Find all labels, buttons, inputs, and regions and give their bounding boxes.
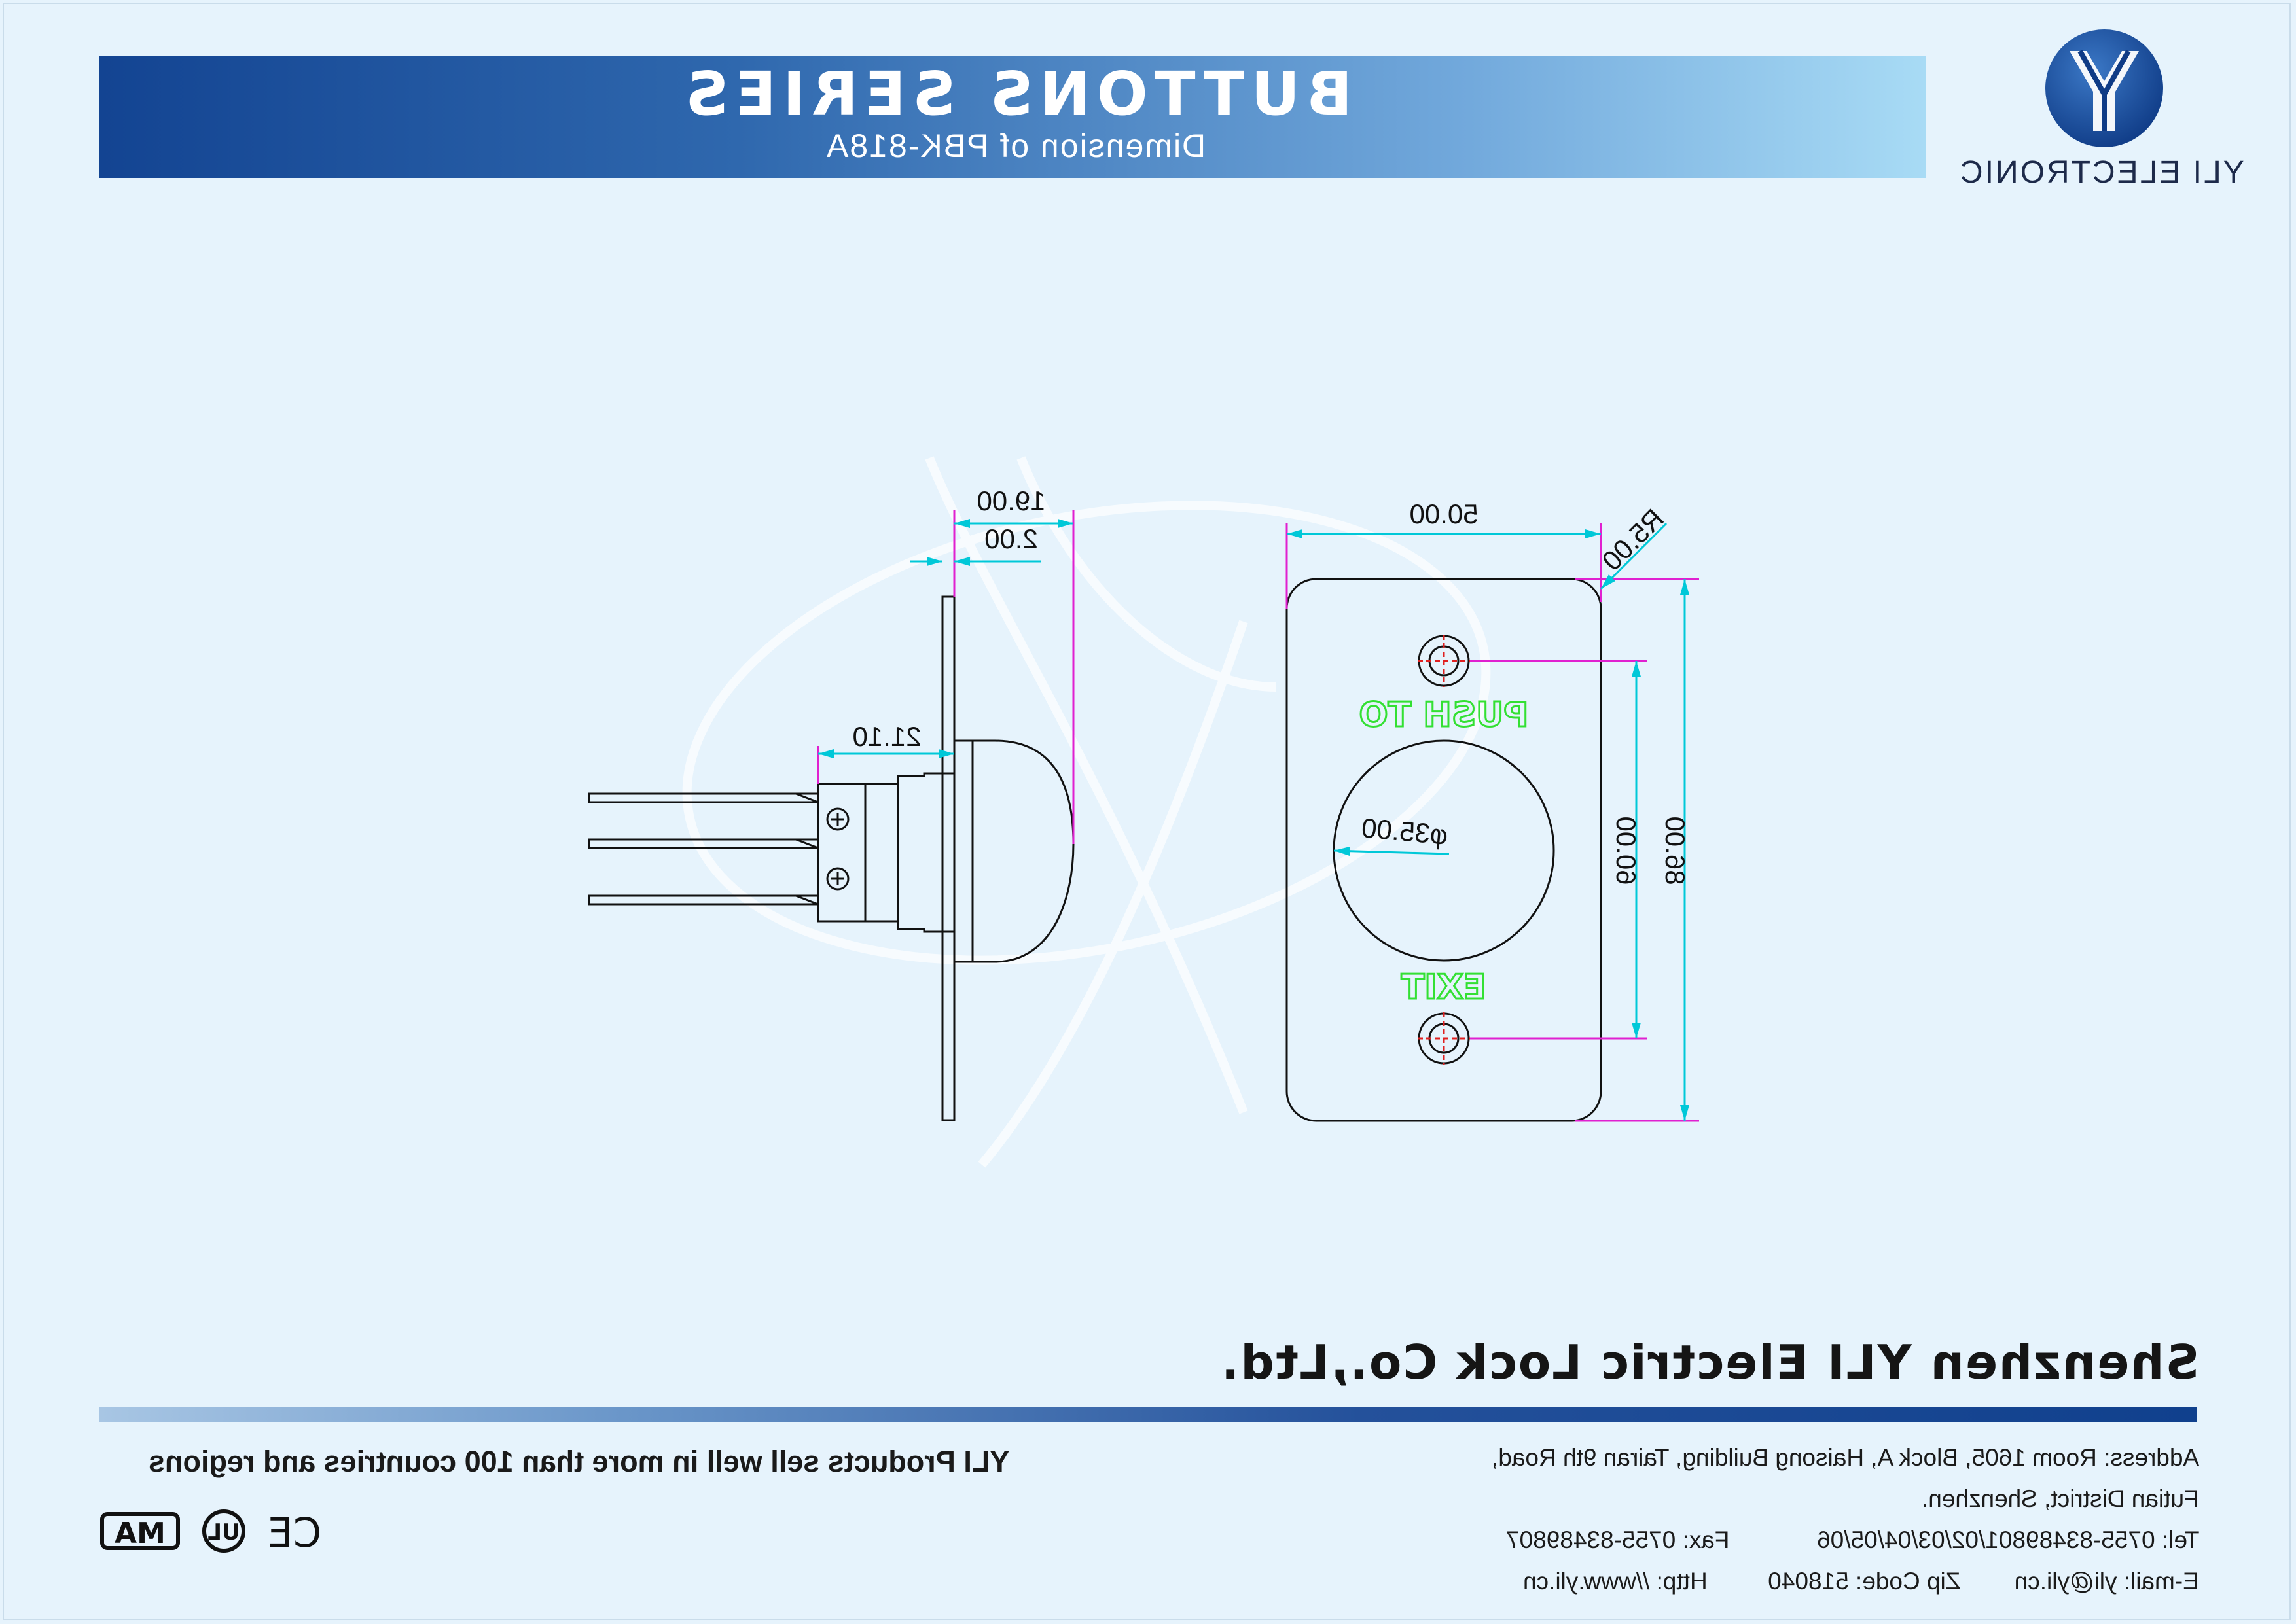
sheet-border (3, 3, 2291, 1620)
dim-width: 50.00 (1409, 499, 1478, 529)
dim-height: 86.00 (1660, 816, 1691, 885)
company-name: Shenzhen YLI Electric Lock Co.,Ltd. (969, 1335, 2199, 1390)
website: Http: //www.yli.cn (1523, 1568, 1708, 1595)
ce-cert-icon: CE (268, 1509, 321, 1557)
mounting-hole-top (1418, 635, 1470, 687)
front-view-dimensions: 50.00 R5.00 φ35.00 60.00 86.00 (1285, 499, 1699, 1122)
header-banner: BUTTONS SERIES Dimension of PBK-818A (99, 56, 1926, 178)
terminal-pin (588, 894, 819, 906)
ul-cert-icon: UL (202, 1509, 245, 1553)
email: E-mail: yli@yli.cn (2014, 1568, 2199, 1595)
side-terminal-block (817, 783, 867, 923)
email-line: E-mail: yli@yli.cn Zip Code: 518040 Http… (1322, 1561, 2199, 1602)
front-plate-outline (1285, 578, 1602, 1122)
terminal-pin (588, 792, 819, 803)
footer-slogan: YLI Products sell well in more than 100 … (98, 1445, 1060, 1479)
company-logo (2045, 29, 2163, 147)
dim-plate-thickness: 2.00 (984, 523, 1038, 554)
certification-marks: MA UL CE (100, 1509, 321, 1557)
terminal-screw-icon (826, 867, 850, 891)
legend-exit: EXIT (1401, 968, 1486, 1007)
address-line-1-text: Address: Room 1605, Block A, Haisong Bui… (1491, 1444, 2199, 1471)
dim-total-depth: 19.00 (977, 485, 1045, 516)
phone-line-mirror: Tel: 0755-83489801/02/03/04/05/06 Fax: 0… (1506, 1519, 2199, 1561)
terminal-pin (588, 838, 819, 849)
zip: Zip Code: 518040 (1768, 1568, 1961, 1595)
company-name-text: Shenzhen YLI Electric Lock Co.,Ltd. (1219, 1335, 2199, 1390)
side-view-dimensions: 19.00 2.00 21.10 (817, 485, 1075, 844)
front-view: PUSH TO EXIT (1285, 578, 1602, 1122)
tel: Tel: 0755-83489801/02/03/04/05/06 (1816, 1527, 2199, 1553)
address-line-2-text: Futian District, Shenzhen. (1922, 1485, 2199, 1512)
dim-body-length: 21.10 (852, 721, 921, 752)
fax: Fax: 0755-83489807 (1505, 1527, 1730, 1553)
watermark-logo (682, 456, 1491, 1168)
dim-button-diameter: φ35.00 (1360, 812, 1449, 850)
legend-push-to: PUSH TO (1359, 696, 1528, 735)
cert-ce: CE (268, 1509, 321, 1557)
email-line-mirror: E-mail: yli@yli.cn Zip Code: 518040 Http… (1523, 1561, 2199, 1602)
side-mount-plate (941, 595, 956, 1121)
side-body (897, 772, 956, 933)
side-view (588, 595, 1075, 1121)
cert-ul: UL (207, 1519, 240, 1545)
cert-ma: MA (115, 1517, 166, 1550)
contact-block: Address: Room 1605, Block A, Haisong Bui… (1322, 1437, 2199, 1602)
dim-hole-spacing: 60.00 (1611, 816, 1641, 885)
mounting-hole-bottom (1418, 1012, 1470, 1065)
side-collar (953, 739, 974, 963)
terminal-screw-icon (826, 807, 850, 831)
address-line-1: Address: Room 1605, Block A, Haisong Bui… (1322, 1437, 2199, 1478)
address-line-2: Futian District, Shenzhen. (1322, 1478, 2199, 1519)
side-dome-cap (971, 739, 1075, 963)
footer-slogan-text: YLI Products sell well in more than 100 … (149, 1445, 1010, 1478)
footer-divider (99, 1407, 2197, 1422)
dim-corner-radius: R5.00 (1596, 503, 1670, 576)
phone-line: Tel: 0755-83489801/02/03/04/05/06 Fax: 0… (1322, 1519, 2199, 1561)
ma-cert-icon: MA (100, 1512, 180, 1550)
